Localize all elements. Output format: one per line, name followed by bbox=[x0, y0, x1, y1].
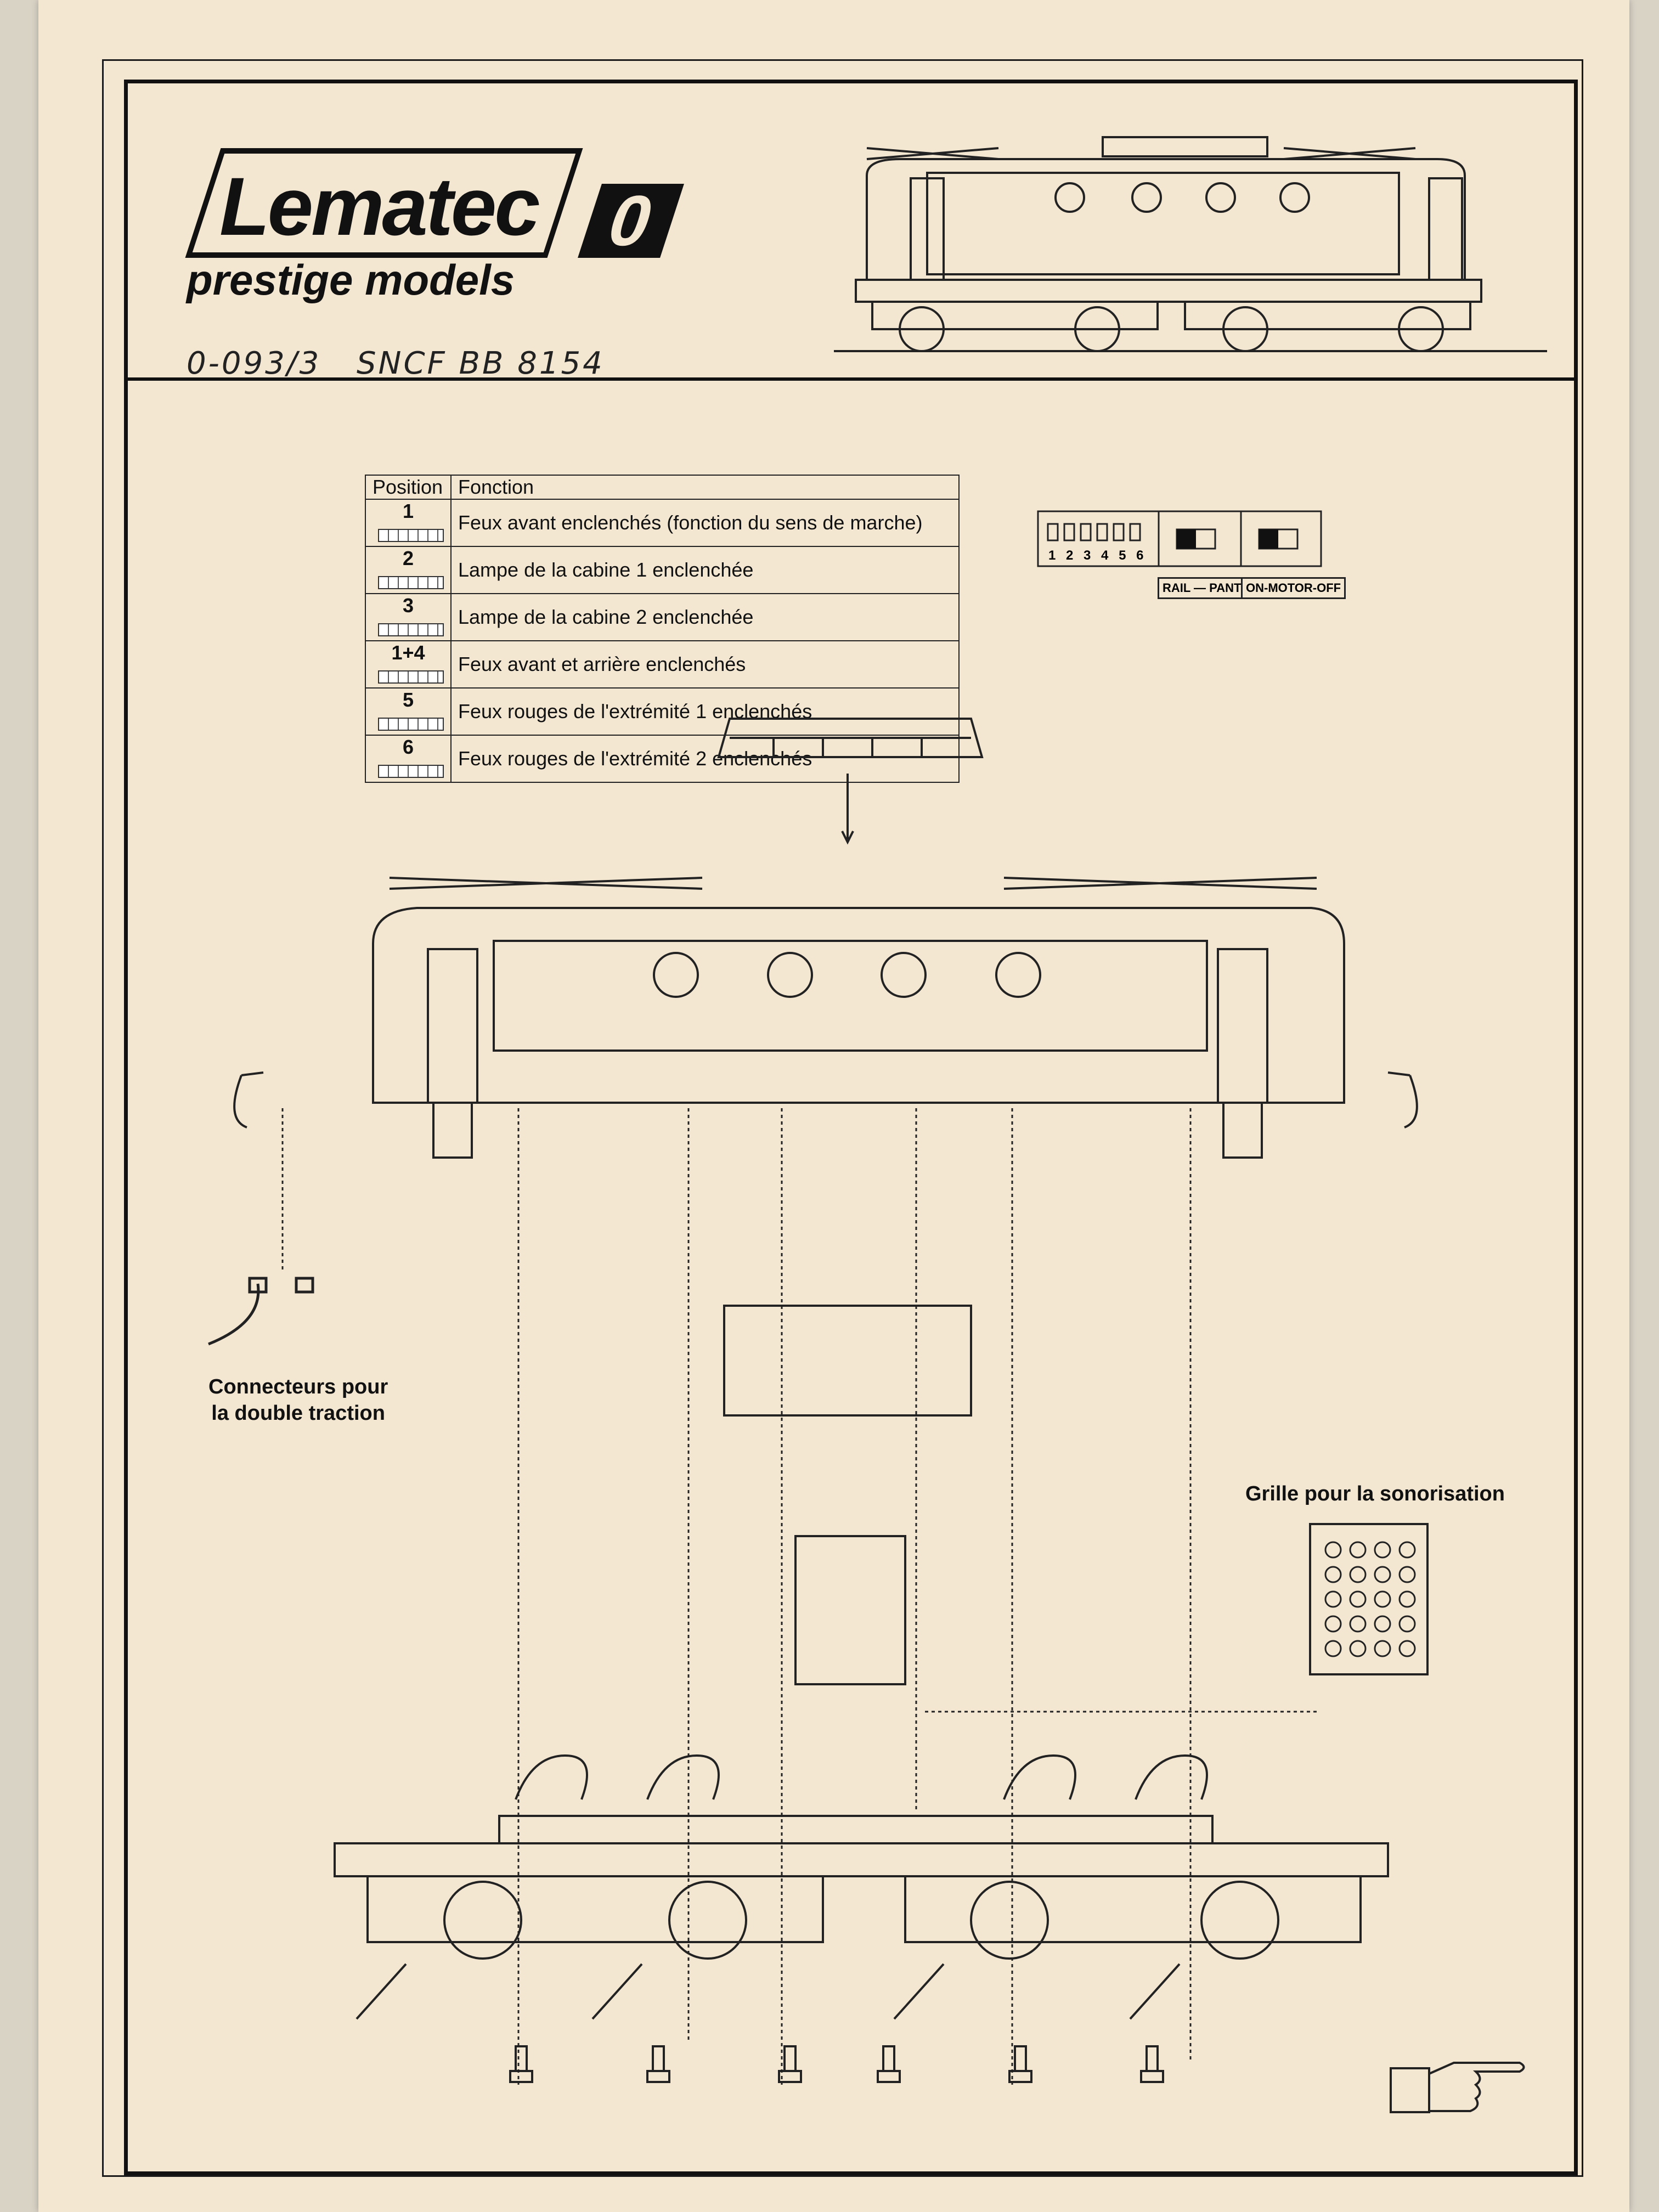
dip-switch-icon bbox=[378, 670, 444, 684]
assembly-lines bbox=[281, 1108, 1317, 2085]
row-function: Feux avant enclenchés (fonction du sens … bbox=[450, 499, 960, 547]
pointing-hand-icon bbox=[1390, 2062, 1525, 2113]
table-header-row: Position Fonction bbox=[365, 475, 960, 500]
outer-frame bbox=[102, 59, 1583, 2177]
table-row: 5 Feux rouges de l'extrémité 1 enclenché… bbox=[365, 687, 960, 736]
row-position: 1 bbox=[365, 499, 452, 547]
chassis-drawing bbox=[334, 1754, 1389, 2020]
dip-numbers: 1 2 3 4 5 6 bbox=[1048, 548, 1147, 563]
row-position: 2 bbox=[365, 546, 452, 594]
roof-part-drawing bbox=[717, 718, 984, 845]
locomotive-body-drawing bbox=[233, 877, 1418, 1159]
row-function: Lampe de la cabine 2 enclenchée bbox=[450, 593, 960, 641]
reference-code: 0-093/3 bbox=[187, 346, 321, 381]
dip-switch-icon bbox=[378, 718, 444, 731]
row-position: 6 bbox=[365, 735, 452, 783]
brand-tagline: prestige models bbox=[187, 256, 515, 304]
coupler-connector-drawing bbox=[208, 1277, 314, 1346]
dip-switch-icon bbox=[378, 765, 444, 778]
dip-switch-icon bbox=[378, 623, 444, 637]
connectors-caption-line2: la double traction bbox=[211, 1401, 385, 1425]
column-header-position: Position bbox=[365, 475, 452, 500]
header-divider bbox=[124, 377, 1578, 381]
header-locomotive-drawing bbox=[834, 136, 1547, 352]
speaker-grille-caption: Grille pour la sonorisation bbox=[1245, 1482, 1505, 1505]
brand-logo: Lematec bbox=[219, 160, 540, 252]
connectors-caption-line1: Connecteurs pour bbox=[208, 1375, 388, 1398]
column-header-function: Fonction bbox=[450, 475, 960, 500]
motor-switch-label: ON-MOTOR-OFF bbox=[1241, 577, 1346, 599]
rail-panto-label: RAIL — PANTO bbox=[1158, 577, 1256, 599]
row-position: 5 bbox=[365, 687, 452, 736]
dip-switch-icon bbox=[378, 529, 444, 543]
model-name: SNCF BB 8154 bbox=[357, 346, 605, 381]
switch-panel-drawing bbox=[1037, 510, 1322, 567]
table-row: 1+4 Feux avant et arrière enclenchés bbox=[365, 640, 960, 689]
row-function: Lampe de la cabine 1 enclenchée bbox=[450, 546, 960, 594]
table-row: 1 Feux avant enclenchés (fonction du sen… bbox=[365, 499, 960, 547]
row-function: Feux rouges de l'extrémité 2 enclenchés bbox=[450, 735, 960, 783]
table-row: 6 Feux rouges de l'extrémité 2 enclenché… bbox=[365, 735, 960, 783]
speaker-grille-drawing bbox=[1309, 1523, 1429, 1675]
row-position: 1+4 bbox=[365, 640, 452, 689]
row-function: Feux avant et arrière enclenchés bbox=[450, 640, 960, 689]
table-row: 3 Lampe de la cabine 2 enclenchée bbox=[365, 593, 960, 641]
inner-frame bbox=[124, 80, 1578, 2175]
table-row: 2 Lampe de la cabine 1 enclenchée bbox=[365, 546, 960, 594]
row-function: Feux rouges de l'extrémité 1 enclenchés bbox=[450, 687, 960, 736]
dip-switch-icon bbox=[378, 576, 444, 590]
screws-row bbox=[509, 2045, 1164, 2083]
connectors-caption: Connecteurs pour la double traction bbox=[208, 1374, 388, 1426]
function-table: Position Fonction 1 Feux avant enclenché… bbox=[365, 475, 960, 783]
row-position: 3 bbox=[365, 593, 452, 641]
